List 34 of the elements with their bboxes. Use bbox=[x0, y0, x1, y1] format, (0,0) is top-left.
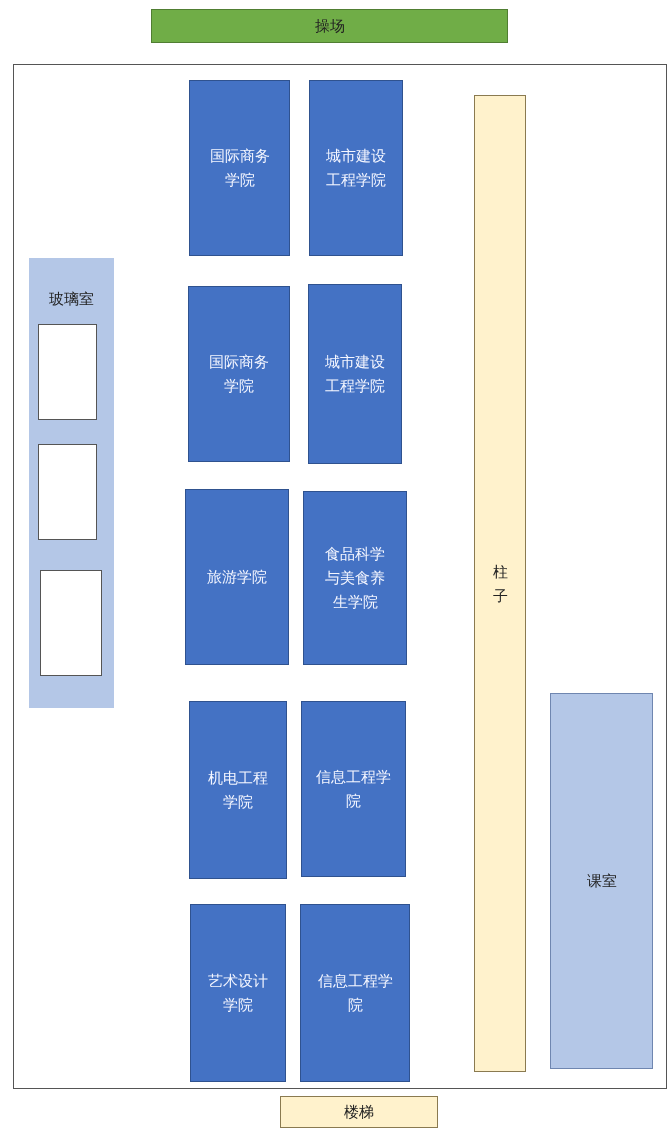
room-label: 国际商务学院 bbox=[208, 352, 270, 397]
room-label: 机电工程学院 bbox=[207, 768, 269, 813]
college-room bbox=[309, 80, 403, 256]
room-label: 城市建设工程学院 bbox=[324, 352, 386, 397]
college-room bbox=[190, 904, 286, 1082]
room-label: 艺术设计学院 bbox=[207, 971, 269, 1016]
room-label: 信息工程学院 bbox=[316, 971, 394, 1016]
pillar bbox=[474, 95, 526, 1072]
college-room bbox=[300, 904, 410, 1082]
glass-panel bbox=[40, 570, 102, 676]
staircase bbox=[280, 1096, 438, 1128]
college-room bbox=[189, 701, 287, 879]
college-room bbox=[189, 80, 290, 256]
room-label: 柱子 bbox=[491, 561, 509, 607]
college-room bbox=[185, 489, 289, 665]
glass-panel bbox=[38, 444, 97, 540]
room-label: 操场 bbox=[313, 16, 346, 37]
classroom bbox=[550, 693, 653, 1069]
college-room bbox=[301, 701, 406, 877]
room-label: 旅游学院 bbox=[206, 567, 268, 588]
playground-area bbox=[151, 9, 508, 43]
glass-panel bbox=[38, 324, 97, 420]
room-label: 楼梯 bbox=[343, 1102, 375, 1123]
room-label: 课室 bbox=[585, 871, 618, 892]
college-room bbox=[308, 284, 402, 464]
room-label: 食品科学与美食养生学院 bbox=[324, 544, 386, 613]
room-label: 城市建设工程学院 bbox=[325, 146, 387, 191]
college-room bbox=[188, 286, 290, 462]
room-label: 信息工程学院 bbox=[315, 767, 392, 812]
room-label: 玻璃室 bbox=[48, 289, 95, 310]
room-label: 国际商务学院 bbox=[208, 146, 271, 191]
glass-room bbox=[29, 258, 114, 708]
floor-outline bbox=[13, 64, 667, 1089]
college-room bbox=[303, 491, 407, 665]
